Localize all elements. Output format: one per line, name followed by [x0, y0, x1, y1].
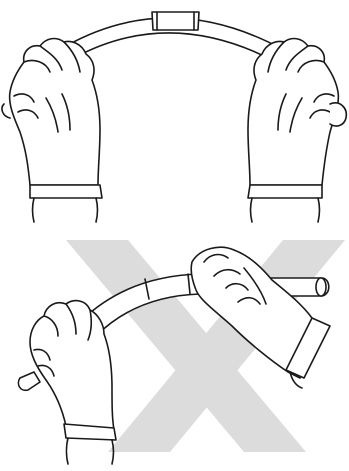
curved-tube — [65, 12, 285, 62]
left-hand-holding — [18, 301, 116, 464]
right-glove — [248, 39, 346, 222]
left-glove — [2, 39, 102, 222]
panel-correct — [2, 12, 346, 222]
